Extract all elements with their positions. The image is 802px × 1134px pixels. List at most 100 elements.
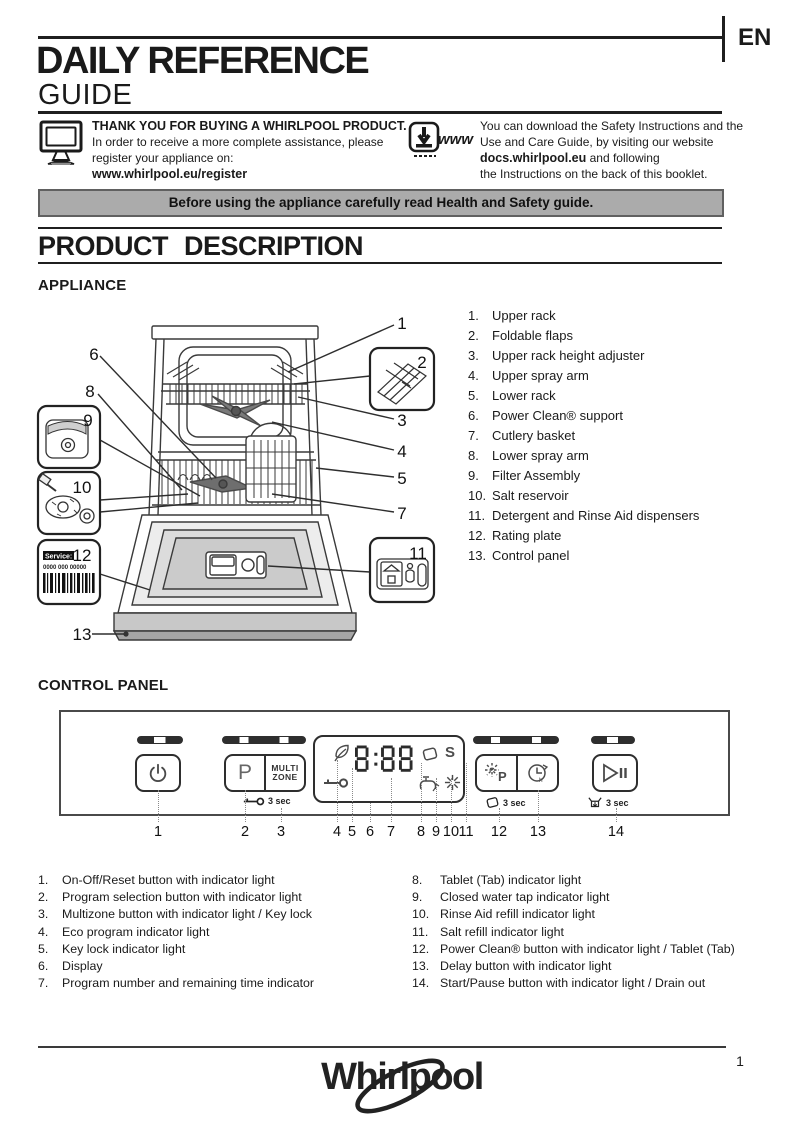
callout-9: 9: [83, 411, 92, 430]
thank-you-title: THANK YOU FOR BUYING A WHIRLPOOL PRODUCT…: [92, 119, 407, 133]
safety-banner: Before using the appliance carefully rea…: [38, 189, 724, 217]
delay-clock-icon: h: [527, 764, 548, 784]
foldable-flap-icon: [377, 362, 427, 405]
leader-line: [337, 760, 338, 822]
callout-1: 1: [397, 314, 406, 333]
legend-item: 7.Program number and remaining time indi…: [38, 976, 315, 991]
hold-seconds-label: 3 sec: [268, 796, 291, 806]
appliance-heading: APPLIANCE: [38, 277, 127, 294]
leader-line: [538, 790, 539, 822]
tablet-small-icon: [486, 797, 499, 808]
section-rule-bottom: [38, 262, 722, 264]
power-clean-icon: P: [484, 763, 507, 784]
seven-segment-display: [355, 745, 413, 772]
leader-line: [370, 803, 371, 822]
salt-indicator: S: [445, 744, 456, 761]
doc-title-line1: DAILY REFERENCE: [36, 40, 370, 82]
panel-callout-1: 1: [153, 824, 163, 840]
start-pause-icon: [603, 763, 627, 783]
page-number: 1: [736, 1053, 744, 1069]
keylock-hold-hint: 3 sec: [243, 796, 291, 806]
panel-callout-14: 14: [607, 824, 625, 840]
salt-reservoir-icon: [37, 472, 95, 524]
panel-callout-13: 13: [529, 824, 547, 840]
indicator-light-onoff: [137, 736, 183, 744]
leader-line: [281, 808, 282, 822]
legend-item: 3.Multizone button with indicator light …: [38, 907, 313, 922]
list-item: 9.Filter Assembly: [468, 468, 581, 483]
power-icon: [149, 763, 167, 782]
legend-item: 12.Power Clean® button with indicator li…: [412, 941, 735, 956]
water-tap-indicator-icon: [419, 776, 440, 792]
panel-callout-11: 11: [458, 824, 474, 840]
header-top-rule: [38, 36, 722, 39]
callout-4: 4: [397, 442, 406, 461]
callout-11: 11: [409, 544, 427, 563]
tablet-hold-hint: 3 sec: [485, 796, 526, 809]
list-item: 3.Upper rack height adjuster: [468, 348, 645, 363]
docs-url: docs.whirlpool.eu: [480, 151, 587, 165]
appliance-parts-list: 1.Upper rack 2.Foldable flaps 3.Upper ra…: [468, 306, 802, 566]
display: S: [313, 735, 465, 803]
download-icon: [408, 121, 440, 157]
indicator-light-powerclean: [473, 736, 559, 744]
panel-callout-7: 7: [386, 824, 396, 840]
legend-item: 5.Key lock indicator light: [38, 941, 186, 956]
service-label: Service:: [45, 554, 72, 561]
brand-logo-text: Whirlpool: [321, 1056, 484, 1098]
leader-line: [436, 778, 437, 822]
callout-8: 8: [85, 382, 94, 401]
indicator-light-program: [222, 736, 306, 744]
panel-callout-9: 9: [431, 824, 441, 840]
legend-item: 6.Display: [38, 959, 103, 974]
svg-text:h: h: [539, 777, 543, 784]
leader-line: [421, 763, 422, 822]
dispenser-icon: [376, 558, 429, 590]
callout-3: 3: [397, 411, 406, 430]
list-item: 6.Power Clean® support: [468, 408, 623, 423]
legend-item: 8.Tablet (Tab) indicator light: [412, 873, 582, 887]
callout-13: 13: [73, 625, 92, 644]
callout-6: 6: [89, 345, 98, 364]
thank-you-block: THANK YOU FOR BUYING A WHIRLPOOL PRODUCT…: [92, 118, 422, 182]
callout-10: 10: [73, 478, 92, 497]
legend-item: 4.Eco program indicator light: [38, 924, 210, 939]
download-line4: the Instructions on the back of this boo…: [480, 167, 708, 181]
list-item: 12.Rating plate: [468, 528, 562, 543]
brand-logo-swoosh: [355, 1058, 445, 1114]
rinse-aid-indicator-icon: [444, 774, 461, 791]
header-bottom-rule: [38, 111, 722, 114]
legend-item: 2.Program selection button with indicato…: [38, 890, 302, 905]
power-clean-button: P: [477, 756, 516, 790]
download-block: You can download the Safety Instructions…: [480, 118, 780, 182]
leader-line: [391, 778, 392, 822]
program-multizone-buttons: P MULTI ZONE: [224, 754, 306, 792]
list-item: 1.Upper rack: [468, 308, 556, 323]
legend-item: 9.Closed water tap indicator light: [412, 890, 610, 905]
panel-callout-12: 12: [490, 824, 508, 840]
list-item: 7.Cutlery basket: [468, 428, 576, 443]
multizone-label-line1: MULTI: [271, 763, 299, 773]
rating-plate-icon: Service: 0000 000 00000: [43, 551, 95, 593]
leader-line: [245, 790, 246, 822]
legend-item: 14.Start/Pause button with indicator lig…: [412, 976, 706, 991]
control-panel-heading: CONTROL PANEL: [38, 677, 169, 694]
leader-line: [352, 768, 353, 822]
download-line3: and following: [586, 151, 660, 165]
eco-leaf-icon: [334, 744, 349, 762]
legend-item: 11.Salt refill indicator light: [412, 924, 564, 939]
start-pause-button: [592, 754, 638, 792]
leader-line: [466, 763, 467, 822]
panel-callout-5: 5: [347, 824, 357, 840]
svg-text:P: P: [498, 769, 507, 784]
leader-line: [499, 808, 500, 822]
www-label: www: [438, 131, 474, 148]
drain-out-icon: [588, 797, 602, 808]
diagram-callouts: 1 2 3 4 5 6 7 8 9 10 11 12 13: [73, 314, 427, 644]
program-button: P: [226, 756, 264, 790]
list-item: 8.Lower spray arm: [468, 448, 589, 463]
multizone-button: MULTI ZONE: [264, 756, 304, 790]
filter-assembly-icon: [45, 419, 89, 459]
list-item: 2.Foldable flaps: [468, 328, 573, 343]
